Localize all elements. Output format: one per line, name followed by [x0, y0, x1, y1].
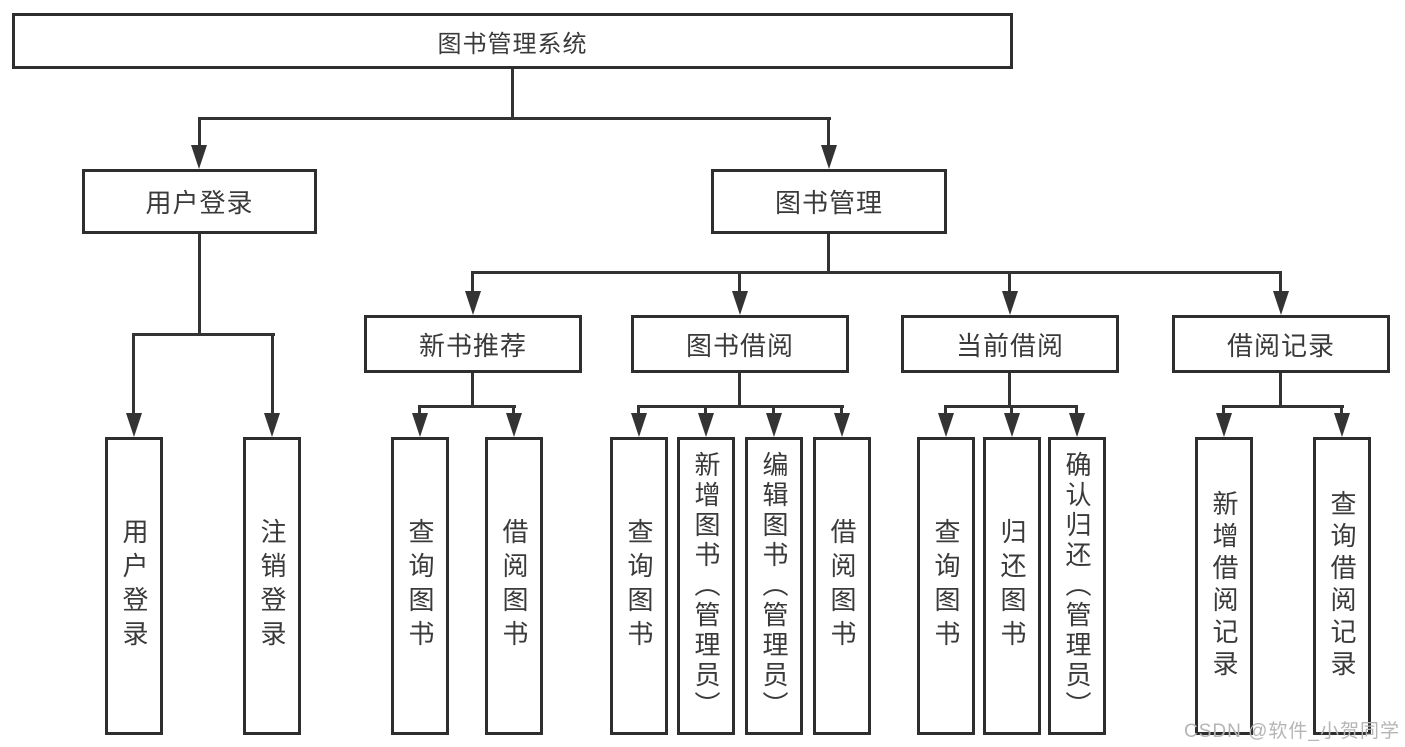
node-leaf-query-books-1-label: 查询图书	[405, 518, 435, 654]
connector-arrowhead-book-mgmt	[821, 145, 837, 169]
node-leaf-logout-label: 注销登录	[257, 518, 287, 654]
node-leaf-borrow-books-1: 借阅图书	[485, 437, 543, 735]
connector-arrowhead-return-book	[1004, 413, 1020, 437]
node-user-login-label: 用户登录	[145, 188, 254, 218]
node-leaf-return-books-label: 归还图书	[997, 518, 1027, 654]
node-leaf-edit-books-admin-label: 编辑图书（管理员）	[759, 451, 789, 721]
node-book-management: 图书管理	[711, 169, 947, 234]
connector-leg-query-record	[1340, 408, 1343, 416]
connector-leg-new-book	[471, 274, 474, 294]
connector-leg-borrow-records	[1279, 274, 1282, 294]
node-book-borrowing-label: 图书借阅	[685, 330, 794, 361]
node-leaf-user-login: 用户登录	[105, 437, 163, 735]
connector-arrowhead-new-book	[465, 291, 481, 315]
connector-leg-current-borrow	[1008, 274, 1011, 294]
node-leaf-query-books-2-label: 查询图书	[624, 518, 654, 654]
connector-borrow-records-stem	[1279, 373, 1282, 408]
node-book-borrowing: 图书借阅	[631, 315, 849, 373]
node-leaf-query-books-2: 查询图书	[610, 437, 668, 735]
csdn-watermark: CSDN @软件_小贺同学	[1184, 721, 1400, 742]
connector-leg-borrow1	[512, 408, 515, 416]
node-leaf-add-books-admin: 新增图书（管理员）	[677, 437, 735, 735]
node-user-login: 用户登录	[82, 169, 317, 234]
connector-leg-borrow2	[840, 408, 843, 416]
connector-leg-book-mgmt	[827, 120, 830, 148]
connector-root-stem	[511, 69, 514, 119]
connector-leg-add-record	[1222, 408, 1225, 416]
node-library-system: 图书管理系统	[12, 13, 1013, 69]
connector-leg-confirm-return	[1075, 408, 1078, 416]
node-leaf-borrow-books-1-label: 借阅图书	[499, 518, 529, 654]
connector-leg-user-login	[198, 120, 201, 148]
node-leaf-borrow-books-2-label: 借阅图书	[827, 518, 857, 654]
connector-leg-query3	[944, 408, 947, 416]
node-leaf-add-borrow-record-label: 新增借阅记录	[1209, 490, 1239, 682]
connector-book-borrow-rail	[637, 405, 844, 408]
connector-borrow-records-rail	[1222, 405, 1344, 408]
connector-arrowhead-query2	[631, 413, 647, 437]
node-new-book-recommend: 新书推荐	[364, 315, 582, 373]
connector-book-mgmt-stem	[827, 234, 830, 274]
connector-book-borrow-stem	[738, 373, 741, 408]
connector-arrowhead-query3	[938, 413, 954, 437]
node-current-borrowing: 当前借阅	[901, 315, 1119, 373]
node-book-management-label: 图书管理	[774, 188, 883, 218]
node-leaf-confirm-return-admin-label: 确认归还（管理员）	[1062, 451, 1092, 721]
connector-arrowhead-query1	[412, 413, 428, 437]
connector-leg-return-book	[1010, 408, 1013, 416]
node-leaf-add-borrow-record: 新增借阅记录	[1195, 437, 1253, 735]
connector-arrowhead-edit-book	[766, 413, 782, 437]
node-leaf-add-books-admin-label: 新增图书（管理员）	[691, 451, 721, 721]
node-leaf-logout: 注销登录	[243, 437, 301, 735]
node-borrowing-records-label: 借阅记录	[1226, 330, 1335, 361]
connector-leg-query1	[418, 408, 421, 416]
connector-book-mgmt-rail	[471, 271, 1282, 274]
connector-leg-book-borrow	[738, 274, 741, 294]
connector-arrowhead-borrow2	[834, 413, 850, 437]
node-leaf-query-books-1: 查询图书	[391, 437, 449, 735]
connector-arrowhead-current-borrow	[1002, 291, 1018, 315]
connector-arrowhead-user-login	[191, 145, 207, 169]
connector-user-login-rail	[132, 333, 275, 336]
connector-arrowhead-book-borrow	[732, 291, 748, 315]
node-borrowing-records: 借阅记录	[1172, 315, 1390, 373]
node-leaf-return-books: 归还图书	[983, 437, 1041, 735]
node-leaf-user-login-label: 用户登录	[119, 518, 149, 654]
connector-arrowhead-query-record	[1334, 413, 1350, 437]
node-library-system-label: 图书管理系统	[437, 30, 588, 58]
node-leaf-borrow-books-2: 借阅图书	[813, 437, 871, 735]
node-leaf-query-books-3-label: 查询图书	[931, 518, 961, 654]
connector-arrowhead-borrow-records	[1273, 291, 1289, 315]
connector-leg-add-book	[704, 408, 707, 416]
node-leaf-query-borrow-record-label: 查询借阅记录	[1327, 490, 1357, 682]
connector-leg-logout-leaf	[271, 336, 274, 414]
connector-new-book-stem	[471, 373, 474, 408]
node-leaf-edit-books-admin: 编辑图书（管理员）	[745, 437, 803, 735]
connector-new-book-rail	[418, 405, 516, 408]
connector-current-borrow-rail	[944, 405, 1078, 408]
node-leaf-confirm-return-admin: 确认归还（管理员）	[1048, 437, 1106, 735]
connector-arrowhead-add-book	[698, 413, 714, 437]
node-new-book-recommend-label: 新书推荐	[418, 330, 527, 361]
connector-arrowhead-borrow1	[506, 413, 522, 437]
node-leaf-query-books-3: 查询图书	[917, 437, 975, 735]
connector-level1-rail	[198, 117, 831, 120]
connector-current-borrow-stem	[1008, 373, 1011, 408]
connector-arrowhead-confirm-return	[1069, 413, 1085, 437]
connector-leg-query2	[637, 408, 640, 416]
connector-leg-edit-book	[772, 408, 775, 416]
connector-arrowhead-logout-leaf	[264, 413, 280, 437]
node-current-borrowing-label: 当前借阅	[955, 330, 1064, 361]
connector-arrowhead-user-login-leaf	[126, 413, 142, 437]
connector-arrowhead-add-record	[1216, 413, 1232, 437]
connector-leg-user-login-leaf	[132, 336, 135, 414]
node-leaf-query-borrow-record: 查询借阅记录	[1313, 437, 1371, 735]
connector-user-login-stem	[198, 234, 201, 336]
